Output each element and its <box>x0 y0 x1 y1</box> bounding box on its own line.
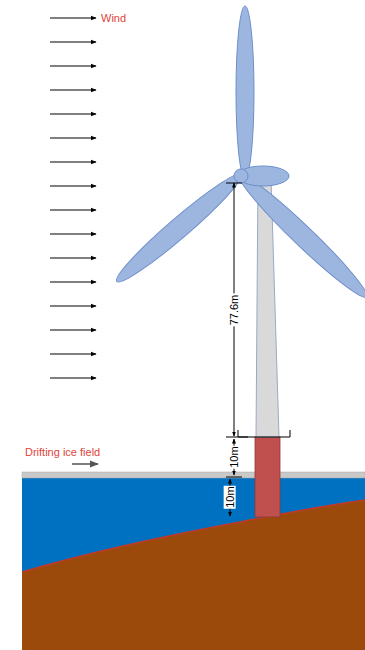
wind-arrow <box>50 18 96 19</box>
wind-arrow <box>50 114 96 115</box>
ice-layer <box>22 472 365 478</box>
wind-arrow <box>50 210 96 211</box>
wind-arrow <box>50 330 96 331</box>
dimension-label: 77.6m <box>228 294 240 327</box>
blade <box>110 167 247 289</box>
hub <box>234 169 248 183</box>
drift-arrow <box>72 463 98 465</box>
wind-arrow <box>50 282 96 283</box>
wind-arrow <box>50 186 96 187</box>
sea-water <box>22 477 365 650</box>
wind-arrow <box>50 234 96 235</box>
foundation <box>255 437 280 517</box>
wind-arrow <box>50 66 96 67</box>
dimension-tick <box>226 183 242 184</box>
wind-arrow <box>50 258 96 259</box>
wind-arrow <box>50 162 96 163</box>
wind-arrow <box>50 378 96 379</box>
wind-arrow <box>50 42 96 43</box>
wind-arrow <box>50 138 96 139</box>
ice-field-label: Drifting ice field <box>25 446 100 458</box>
wind-arrow <box>50 354 96 355</box>
dimension-label: 10m <box>224 485 236 508</box>
blade <box>236 6 254 178</box>
wind-arrows <box>50 18 96 378</box>
blade <box>233 168 365 304</box>
wind-arrow <box>50 90 96 91</box>
dimension-tick <box>226 477 242 478</box>
dimension-label: 10m <box>228 445 240 468</box>
wind-arrow <box>50 306 96 307</box>
wind-label: Wind <box>101 12 126 24</box>
seabed <box>22 500 365 650</box>
dimension-tick <box>226 437 248 438</box>
seabed-line <box>22 500 365 572</box>
platform-bracket <box>238 430 290 437</box>
